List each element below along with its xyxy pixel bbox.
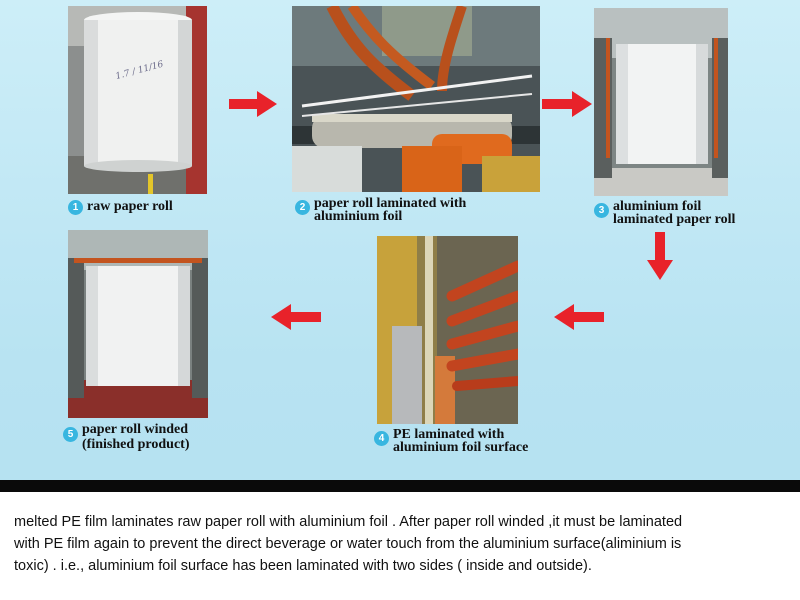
step-number-badge: 5	[63, 427, 78, 442]
arrow-right-2	[542, 91, 592, 117]
caption-line-3: toxic) . i.e., aluminium foil surface ha…	[14, 558, 592, 574]
step-5-label: 5 paper roll winded (finished product)	[63, 422, 223, 452]
caption-box: melted PE film laminates raw paper roll …	[0, 492, 800, 600]
step-text: paper roll winded (finished product)	[82, 422, 190, 452]
step-number-badge: 1	[68, 200, 83, 215]
step-number-badge: 3	[594, 203, 609, 218]
step-text: raw paper roll	[87, 199, 173, 214]
step-2-label: 2 paper roll laminated with aluminium fo…	[295, 196, 500, 224]
photo-foil-laminated-roll	[594, 8, 728, 196]
photo-pe-laminated-foil	[377, 236, 518, 424]
arrow-right-1	[229, 91, 277, 117]
step-4-label: 4 PE laminated with aluminium foil surfa…	[374, 427, 564, 455]
step-number-badge: 2	[295, 200, 310, 215]
step-3-label: 3 aluminium foil laminated paper roll	[594, 199, 774, 227]
step-text: PE laminated with aluminium foil surface	[393, 427, 529, 455]
photo-raw-paper-roll: 1.7 / 11/16	[68, 6, 207, 194]
step-text: paper roll laminated with aluminium foil	[314, 196, 467, 224]
caption-line-2: with PE film again to prevent the direct…	[14, 536, 682, 552]
caption-line-1: melted PE film laminates raw paper roll …	[14, 514, 683, 530]
step-number-badge: 4	[374, 431, 389, 446]
arrow-left-1	[554, 304, 604, 330]
arrow-left-2	[271, 304, 321, 330]
photo-laminating-machine	[292, 6, 540, 192]
step-1-label: 1 raw paper roll	[68, 200, 218, 215]
photo-finished-roll	[68, 230, 208, 418]
separator-bar	[0, 480, 800, 492]
arrow-down	[647, 232, 673, 280]
step-text: aluminium foil laminated paper roll	[613, 199, 736, 227]
